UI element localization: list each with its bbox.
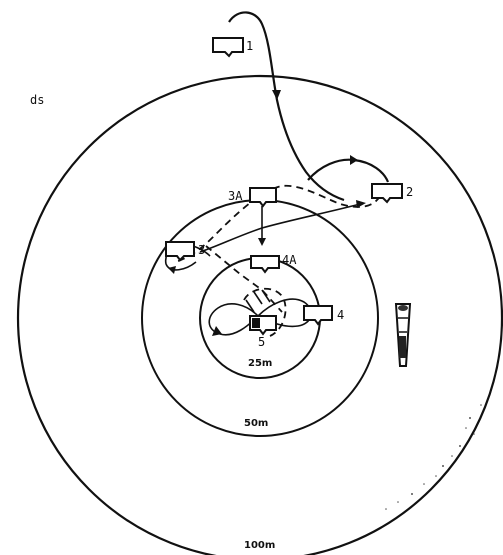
label-position-5: 5 [258, 335, 265, 349]
vehicle-5 [249, 315, 277, 336]
arrow-3 [168, 266, 176, 274]
beacon-object [394, 303, 412, 367]
inner-dashed-arc [243, 287, 287, 337]
label-position-4: 4 [337, 308, 344, 322]
diagonal-dash-3 [205, 245, 283, 313]
crossing-solid-2-3 [199, 203, 361, 253]
ring-100m [16, 74, 503, 555]
vehicle-3A [249, 187, 277, 208]
vehicle-3 [165, 241, 195, 262]
scan-noise [385, 404, 482, 510]
arrow-2 [356, 200, 366, 208]
arrow-3A-4A [258, 238, 266, 246]
label-position-2: 2 [406, 185, 413, 199]
label-position-3A: 3A [228, 189, 243, 203]
loop-2-arrow [350, 155, 358, 165]
vehicle-4 [303, 305, 333, 326]
label-position-1: 1 [246, 39, 253, 53]
ring-label-50m: 50m [244, 418, 268, 429]
vehicle-2 [371, 183, 403, 204]
ring-label-25m: 25m [248, 358, 272, 369]
vehicle-4A [250, 255, 280, 274]
label-position-3: 3 [198, 243, 205, 257]
ring-label-100m: 100m [244, 540, 275, 551]
center-hatch [245, 289, 271, 313]
loop-2-upper [307, 158, 390, 183]
partial-text: ds [30, 93, 44, 107]
crossing-path-2-3 [175, 184, 381, 263]
label-position-4A: 4A [282, 253, 297, 267]
vehicle-1 [212, 37, 244, 58]
figure-eight-arrow-left [212, 326, 222, 336]
figure-eight-left [208, 303, 259, 336]
approach-arrow [272, 90, 281, 100]
